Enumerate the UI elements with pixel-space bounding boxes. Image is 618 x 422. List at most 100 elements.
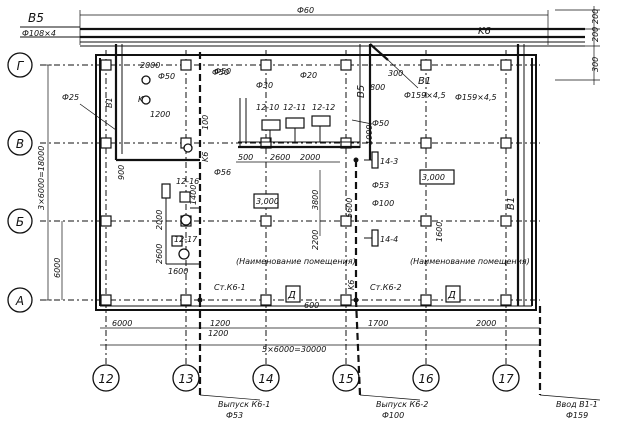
d50d-label: Ф50: [372, 119, 389, 128]
level-3000-left: 3,000: [256, 197, 279, 206]
dim-500: 500: [238, 153, 253, 162]
k6-bottom-label: K6: [347, 280, 356, 290]
top-mains: B5 Ф108×4 Ф60 K6 200 200 300: [20, 6, 600, 85]
d53-label: Ф53: [372, 181, 389, 190]
v5-diameter: Ф108×4: [22, 29, 56, 38]
equip-12-17: 12-17: [174, 235, 198, 244]
axis-row-a: А: [15, 294, 24, 308]
outlets: Выпуск К6-1 Ф53 Выпуск К6-2 Ф100 Ввод В1…: [199, 394, 601, 420]
dim-right-3: 300: [591, 57, 600, 72]
dim-1600b: 1600: [435, 222, 444, 242]
dim-left-6000: 6000: [53, 258, 62, 278]
dim-6000: 6000: [112, 319, 132, 328]
equipment-group-left: 12-16 12-17 2000 1400 2600 1600: [155, 177, 200, 276]
dim-2200: 2200: [311, 230, 320, 250]
b1-right-diameter: Ф159×4,5: [455, 93, 497, 102]
k6-main-label: K6: [478, 26, 491, 37]
d50c-label: Ф50: [214, 67, 231, 76]
dim-right-2: 200: [591, 27, 600, 42]
outlet-k6-2-dia: Ф100: [382, 411, 404, 420]
dim-2000c: 2000: [155, 210, 164, 230]
v5-label: B5: [28, 11, 44, 25]
riser-k6-2: Ст.К6-2: [370, 283, 402, 292]
dim-2000-right: 2000: [476, 319, 496, 328]
outlet-k6-1-dia: Ф53: [226, 411, 243, 420]
room-name-left: (Наименование помещения): [236, 257, 356, 266]
equip-12-12: 12-12: [312, 103, 335, 112]
dim-1000: 1000: [365, 125, 374, 145]
left-fixtures: Ф50 2000 1200 Ф50 900 100: [117, 61, 229, 180]
dim-800: 800: [370, 83, 385, 92]
d-mark-right: Д: [447, 290, 456, 301]
b1-pipes: B1 Ф25 B1 Ф159×4,5 B1 Ф159×4,5 B5 Ф30 Ф2…: [62, 43, 525, 306]
axis-col-17: 17: [498, 372, 514, 386]
row-axes: Г В Б А: [7, 52, 33, 313]
axis-col-14: 14: [258, 372, 273, 386]
dim-5600: 5600: [345, 198, 354, 218]
riser-k6-1: Ст.К6-1: [214, 283, 246, 292]
axis-col-13: 13: [178, 372, 193, 386]
equipment-group-top: 12-10 12-11 12-12 800 1000: [256, 83, 385, 145]
equipment-group-right: 14-3 14-4 Ф53 Ф100 3,000: [364, 151, 455, 247]
room-dimensions: 500 2600 2000 3,000 3800 2200 5600: [236, 153, 354, 250]
d100-label: Ф100: [372, 199, 394, 208]
dim-100: 100: [201, 115, 210, 130]
d20-label: Ф20: [300, 71, 317, 80]
dim-bottom-total: 5×6000=30000: [262, 345, 326, 354]
dim-1400: 1400: [189, 185, 198, 205]
dim-2600b: 2600: [155, 244, 164, 264]
room-name-right: (Наименование помещения): [410, 257, 530, 266]
outlet-k6-1: Выпуск К6-1: [218, 400, 270, 409]
d25-label: Ф25: [62, 93, 79, 102]
axis-col-12: 12: [98, 372, 113, 386]
axis-col-15: 15: [338, 372, 353, 386]
dim-2000b: 2000: [300, 153, 320, 162]
d50a-label: Ф50: [158, 72, 175, 81]
axis-col-16: 16: [418, 372, 434, 386]
columns: [100, 59, 512, 306]
k6-left-label: K6: [201, 152, 210, 162]
top-diameter: Ф60: [297, 6, 314, 15]
bottom-dimensions: 6000 1200 1700 2000 5×6000=30000: [100, 319, 540, 354]
inlet-b1-1-dia: Ф159: [566, 411, 588, 420]
b1-mid-label: B1: [418, 76, 431, 87]
d56-label: Ф56: [214, 168, 231, 177]
level-3000-right: 3,000: [422, 173, 445, 182]
inlet-b1-1: Ввод В1-1: [556, 400, 598, 409]
dim-1700: 1700: [368, 319, 388, 328]
dim-300: 300: [388, 69, 403, 78]
left-dimensions: 3×6000=18000 6000: [37, 64, 63, 301]
dim-600: 600: [304, 301, 319, 310]
axis-row-b: Б: [16, 215, 24, 229]
b5-mid-label: B5: [356, 85, 367, 98]
outlet-k6-2: Выпуск К6-2: [376, 400, 428, 409]
dim-900: 900: [117, 165, 126, 180]
d30-label: Ф30: [256, 81, 273, 90]
misc-marks: 600 1200 1600 300: [197, 69, 444, 338]
d-mark-left: Д: [287, 290, 296, 301]
column-axes: 12 13 14 15 16 17: [92, 364, 520, 392]
room-names: (Наименование помещения) (Наименование п…: [214, 257, 530, 303]
b1-mid-diameter: Ф159×4,5: [404, 91, 446, 100]
dim-3800: 3800: [311, 190, 320, 210]
dim-right-1: 200: [591, 9, 600, 24]
dim-left-total: 3×6000=18000: [37, 146, 46, 210]
dim-1200-mid: 1200: [208, 329, 228, 338]
axis-row-g: Г: [17, 59, 25, 73]
building-walls: [95, 54, 537, 311]
b1-right-label: B1: [506, 197, 517, 210]
d50b-label: Ф50: [212, 68, 229, 77]
dim-1600: 1600: [168, 267, 188, 276]
b1-left-label: B1: [105, 97, 114, 108]
dim-1200: 1200: [210, 319, 230, 328]
dim-1200a: 1200: [150, 110, 170, 119]
equip-12-11: 12-11: [283, 103, 306, 112]
equip-14-3: 14-3: [380, 157, 398, 166]
equip-14-4: 14-4: [380, 235, 398, 244]
equip-12-16: 12-16: [176, 177, 199, 186]
equip-12-10: 12-10: [256, 103, 279, 112]
k6-pipes: K6 K6 K6 Ф56: [138, 52, 542, 396]
axis-row-v: В: [16, 137, 24, 151]
dim-2000a: 2000: [140, 61, 160, 70]
